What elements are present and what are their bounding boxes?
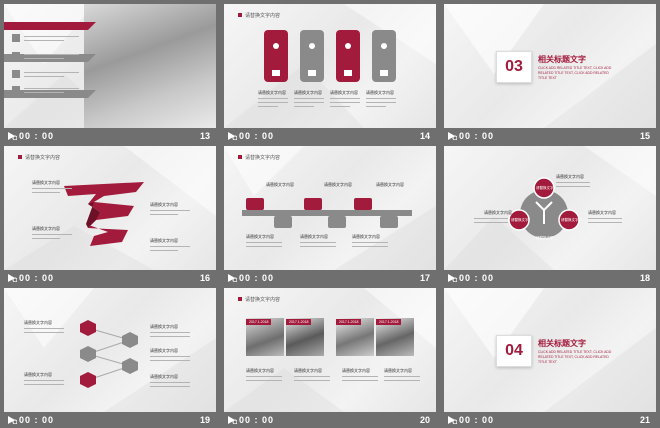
item-label: 请替换文字内容 [330, 90, 358, 95]
node-label: 请替换文字 [561, 218, 579, 222]
section-subtitle: CLICK ADD RELATED TITLE TEXT, CLICK ADD … [538, 66, 612, 80]
slide-number: 19 [199, 415, 210, 425]
slide-number: 20 [419, 415, 430, 425]
section-title: 相关标题文字 [538, 55, 586, 64]
slide-number: 17 [419, 273, 430, 283]
thumbnail-bar: 00 : 00 15 [444, 128, 656, 144]
item-label: 请替换文字内容 [258, 90, 286, 95]
item-label: 请替换文字内容 [32, 180, 60, 185]
slide-number: 21 [639, 415, 650, 425]
date-badge: 2017.1.2018 [336, 319, 362, 325]
timing-label: 00 : 00 [459, 131, 495, 141]
timing-label: 00 : 00 [459, 415, 495, 425]
item-label: 请替换文字内容 [342, 368, 370, 373]
slide-thumbnail-16[interactable]: 请替换文字内容 请替换文字内容 请替换文字内容 请替换文字内容 请替换文字内容 … [4, 146, 216, 286]
slide-title: 请替换文字内容 [238, 12, 280, 19]
item-label: 请替换文字内容 [150, 238, 178, 243]
item-label: 请替换文字内容 [376, 182, 404, 187]
slide-number: 18 [639, 273, 650, 283]
item-label: 请替换文字内容 [588, 210, 616, 215]
slide-thumbnail-19[interactable]: 请替换文字内容 请替换文字内容 请替换文字内容 请替换文字内容 请替换文字内容 … [4, 288, 216, 428]
timing-label: 00 : 00 [19, 273, 55, 283]
item-label: 请替换文字内容 [24, 320, 52, 325]
business-photo [84, 4, 216, 128]
section-number: 03 [496, 51, 532, 83]
slide-number: 13 [199, 131, 210, 141]
timing-label: 00 : 00 [239, 131, 275, 141]
item-label: 请替换文字内容 [294, 90, 322, 95]
date-badge: 2017.1.2018 [376, 319, 402, 325]
slide-number: 15 [639, 131, 650, 141]
thumbnail-bar: 00 : 00 20 [224, 412, 436, 428]
thumbnail-bar: 00 : 00 16 [4, 270, 216, 286]
thumbnail-bar: 00 : 00 19 [4, 412, 216, 428]
item-label: 请替换文字内容 [324, 182, 352, 187]
item-label: 请替换文字内容 [384, 368, 412, 373]
slide-preview: 请替换文字内容 请替换文字内容 请替换文字内容 请替换文字内容 请替换文字内容 [224, 4, 436, 128]
slide-thumbnail-21[interactable]: 04 相关标题文字 CLICK ADD RELATED TITLE TEXT, … [444, 288, 656, 428]
timing-label: 00 : 00 [19, 131, 55, 141]
thumbnail-bar: 00 : 00 17 [224, 270, 436, 286]
date-badge: 2017.1.2018 [246, 319, 272, 325]
item-label: 请替换文字内容 [32, 226, 60, 231]
slide-preview: 请替换文字内容 请替换文字内容 请替换文字内容 请替换文字内容 请替换文字内容 … [224, 146, 436, 270]
slide-preview: 请替换文字内容 2017.1.2018 2017.1.2018 2017.1.2… [224, 288, 436, 412]
timing-icon [8, 274, 17, 282]
item-label: 请替换文字内容 [246, 234, 274, 239]
slide-preview: 03 相关标题文字 CLICK ADD RELATED TITLE TEXT, … [444, 4, 656, 128]
item-label: 请替换文字内容 [352, 234, 380, 239]
timing-label: 00 : 00 [239, 273, 275, 283]
timing-icon [228, 132, 237, 140]
timing-icon [448, 416, 457, 424]
node-label: 请替换文字 [536, 186, 554, 190]
slide-preview: 请替换文字内容 请替换文字内容 请替换文字内容 请替换文字内容 请替换文字内容 [4, 146, 216, 270]
item-label: 请替换文字内容 [24, 372, 52, 377]
item-label: 请替换文字内容 [266, 182, 294, 187]
slide-thumbnail-15[interactable]: 03 相关标题文字 CLICK ADD RELATED TITLE TEXT, … [444, 4, 656, 144]
item-label: 请替换文字内容 [484, 210, 512, 215]
item-label: 请替换文字内容 [366, 90, 394, 95]
slide-thumbnail-17[interactable]: 请替换文字内容 请替换文字内容 请替换文字内容 请替换文字内容 请替换文字内容 … [224, 146, 436, 286]
timing-icon [448, 274, 457, 282]
section-subtitle: CLICK ADD RELATED TITLE TEXT, CLICK ADD … [538, 350, 612, 364]
slide-title: 请替换文字内容 [238, 296, 280, 303]
item-label: 请替换文字内容 [150, 348, 178, 353]
timing-label: 00 : 00 [239, 415, 275, 425]
slide-preview [4, 4, 216, 128]
slide-thumbnail-13[interactable]: 00 : 00 13 [4, 4, 216, 144]
item-label: 请替换文字内容 [150, 202, 178, 207]
date-badge: 2017.1.2018 [286, 319, 312, 325]
slide-preview: 请替换文字内容 请替换文字内容 请替换文字内容 请替换文字内容 请替换文字内容 [4, 288, 216, 412]
timing-icon [228, 416, 237, 424]
timing-icon [8, 416, 17, 424]
thumbnail-bar: 00 : 00 21 [444, 412, 656, 428]
item-label: 请替换文字内容 [246, 368, 274, 373]
timing-icon [228, 274, 237, 282]
slide-preview: 04 相关标题文字 CLICK ADD RELATED TITLE TEXT, … [444, 288, 656, 412]
timing-label: 00 : 00 [459, 273, 495, 283]
timing-label: 00 : 00 [19, 415, 55, 425]
item-label: 请替换文字内容 [300, 234, 328, 239]
thumbnail-bar: 00 : 00 13 [4, 128, 216, 144]
slide-title: 请替换文字内容 [238, 154, 280, 161]
thumbnail-bar: 00 : 00 14 [224, 128, 436, 144]
node-label: 请替换文字 [536, 236, 554, 240]
timing-icon [8, 132, 17, 140]
slide-thumbnail-20[interactable]: 请替换文字内容 2017.1.2018 2017.1.2018 2017.1.2… [224, 288, 436, 428]
node-label: 请替换文字 [511, 218, 529, 222]
section-number: 04 [496, 335, 532, 367]
section-title: 相关标题文字 [538, 339, 586, 348]
slide-thumbnail-14[interactable]: 请替换文字内容 请替换文字内容 请替换文字内容 请替换文字内容 请替换文字内容 … [224, 4, 436, 144]
thumbnail-bar: 00 : 00 18 [444, 270, 656, 286]
item-label: 请替换文字内容 [294, 368, 322, 373]
item-label: 请替换文字内容 [556, 174, 584, 179]
slide-title: 请替换文字内容 [18, 154, 60, 161]
slide-number: 14 [419, 131, 430, 141]
slide-number: 16 [199, 273, 210, 283]
slide-thumbnail-18[interactable]: 请替换文字 请替换文字 请替换文字 请替换文字 请替换文字内容 请替换文字内容 … [444, 146, 656, 286]
item-label: 请替换文字内容 [150, 374, 178, 379]
item-label: 请替换文字内容 [150, 324, 178, 329]
slide-preview: 请替换文字 请替换文字 请替换文字 请替换文字 请替换文字内容 请替换文字内容 … [444, 146, 656, 270]
timing-icon [448, 132, 457, 140]
